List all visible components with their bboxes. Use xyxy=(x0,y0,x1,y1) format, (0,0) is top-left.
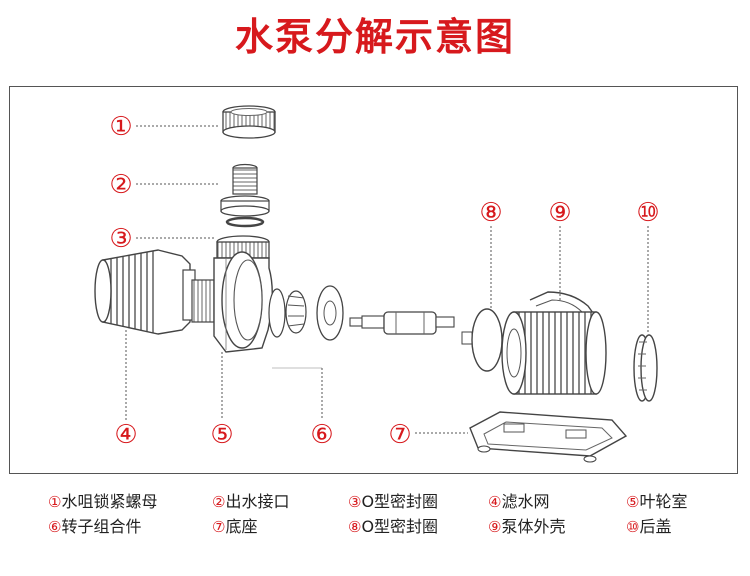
marker-6: ⑥ xyxy=(310,420,333,450)
marker-2: ② xyxy=(109,170,132,200)
rotor-assembly-part xyxy=(268,285,473,345)
legend-item: ⑨泵体外壳 xyxy=(488,517,566,536)
legend-item: ⑥转子组合件 xyxy=(48,517,142,536)
rear-cover-part xyxy=(633,334,658,402)
marker-3: ③ xyxy=(109,224,132,254)
legend-item: ④滤水网 xyxy=(488,492,550,511)
base-part xyxy=(469,411,628,463)
marker-8: ⑧ xyxy=(479,198,502,228)
marker-5: ⑤ xyxy=(210,420,233,450)
part-markers: ① ② ③ ④ ⑤ ⑥ ⑦ ⑧ ⑨ ⑩ xyxy=(109,112,659,450)
legend-item: ②出水接口 xyxy=(212,492,290,511)
legend-item: ⑤叶轮室 xyxy=(626,492,688,511)
diagram-frame xyxy=(9,86,738,474)
o-ring-top-part xyxy=(216,235,270,259)
marker-10: ⑩ xyxy=(636,198,659,228)
outlet-connector-part xyxy=(220,163,270,228)
legend-item: ⑩后盖 xyxy=(626,517,672,536)
page-title: 水泵分解示意图 xyxy=(234,15,515,59)
marker-4: ④ xyxy=(114,420,137,450)
legend-item: ①水咀锁紧螺母 xyxy=(48,492,158,511)
filter-mesh-part xyxy=(94,249,196,335)
legend-item: ③O型密封圈 xyxy=(348,492,439,511)
pump-body-part xyxy=(501,291,607,395)
legend-item: ⑦底座 xyxy=(212,517,258,536)
leader-lines xyxy=(125,125,649,434)
marker-9: ⑨ xyxy=(548,198,571,228)
threaded-collar xyxy=(191,279,215,323)
parts-legend: ①水咀锁紧螺母 ②出水接口 ③O型密封圈 ④滤水网 ⑤叶轮室 ⑥转子组合件 ⑦底… xyxy=(0,485,750,575)
lock-nut-part xyxy=(222,105,276,139)
impeller-housing-part xyxy=(213,251,273,353)
o-ring-rear-part xyxy=(471,308,503,372)
exploded-diagram: ① ② ③ ④ ⑤ ⑥ ⑦ ⑧ ⑨ ⑩ xyxy=(94,105,660,463)
marker-7: ⑦ xyxy=(388,420,411,450)
legend-item: ⑧O型密封圈 xyxy=(348,517,439,536)
marker-1: ① xyxy=(109,112,132,142)
